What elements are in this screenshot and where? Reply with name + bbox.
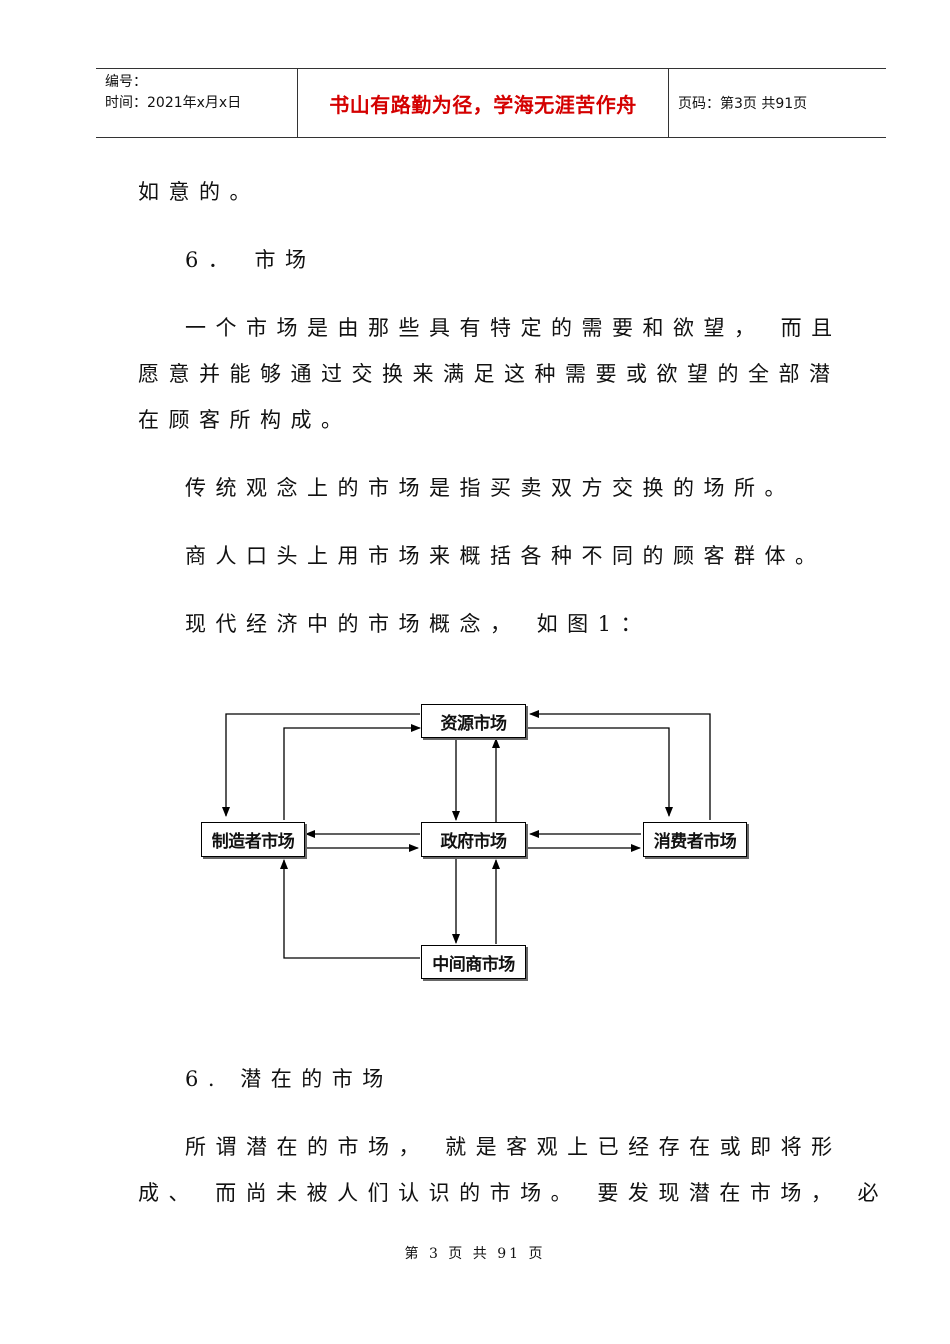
header-motto-cell: 书山有路勤为径，学海无涯苦作舟 [297, 69, 669, 137]
government-market-box: 政府市场 [421, 822, 526, 857]
intermediary-market-box: 中间商市场 [421, 945, 526, 979]
paragraph-line: 如意的。 [138, 180, 260, 204]
section-heading: 6． 市场 [185, 248, 316, 272]
paragraph-line: 愿意并能够通过交换来满足这种需要或欲望的全部潜 [138, 362, 840, 386]
paragraph-line: 现代经济中的市场概念， 如图1： [185, 612, 652, 636]
section-heading: 6. 潜在的市场 [185, 1067, 393, 1091]
header-motto: 书山有路勤为径，学海无涯苦作舟 [329, 92, 637, 117]
diagram-arrows [222, 710, 711, 959]
paragraph-line: 成、 而尚未被人们认识的市场。 要发现潜在市场， 必 [138, 1181, 889, 1205]
consumer-market-box: 消费者市场 [643, 822, 747, 857]
paragraph-line: 商人口头上用市场来概括各种不同的顾客群体。 [185, 544, 826, 568]
paragraph-line: 在顾客所构成。 [138, 408, 352, 432]
market-diagram: 资源市场 制造者市场 政府市场 消费者市场 中间商市场 [196, 690, 756, 990]
time-label: 时间：2021年x月x日 [105, 95, 242, 111]
paragraph-line: 一个市场是由那些具有特定的需要和欲望， 而且 [185, 316, 842, 340]
paragraph-line: 传统观念上的市场是指买卖双方交换的场所。 [185, 476, 795, 500]
manufacturer-market-box: 制造者市场 [201, 822, 305, 857]
page-footer: 第 3 页 共 91 页 [404, 1246, 546, 1262]
code-label: 编号： [105, 74, 147, 90]
header-meta: 编号： 时间：2021年x月x日 [96, 69, 297, 137]
page-header: 编号： 时间：2021年x月x日 书山有路勤为径，学海无涯苦作舟 页码：第3页 … [96, 68, 886, 138]
resource-market-box: 资源市场 [421, 704, 526, 738]
header-page-info: 页码：第3页 共91页 [678, 96, 808, 112]
paragraph-line: 所谓潜在的市场， 就是客观上已经存在或即将形 [185, 1135, 842, 1159]
